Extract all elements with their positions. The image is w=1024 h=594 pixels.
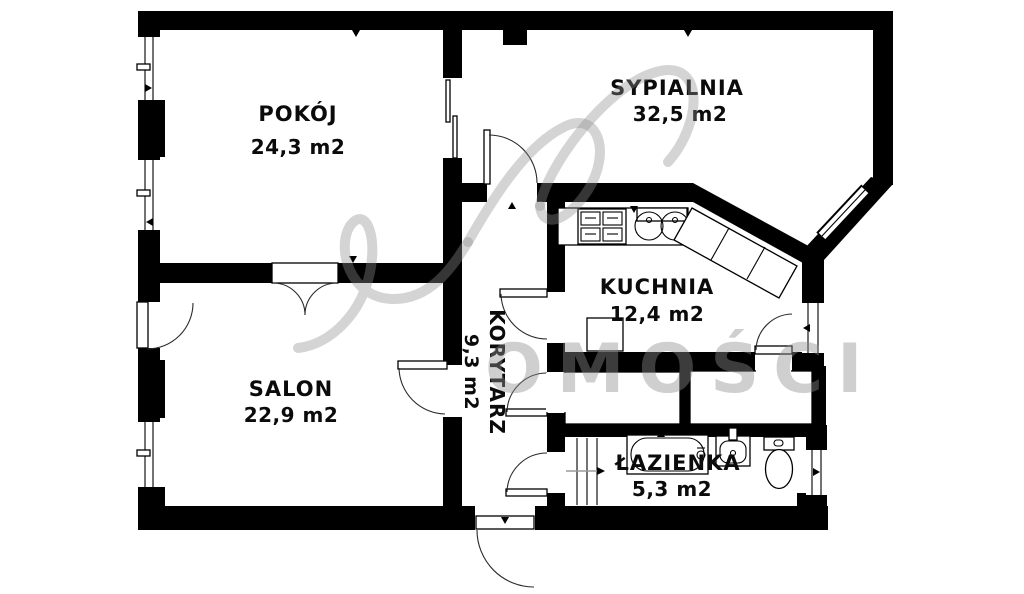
wall-corner-bottom-right	[797, 493, 827, 530]
room-label-kuchnia: KUCHNIA	[600, 275, 715, 299]
wall-mid-horizontal	[443, 183, 693, 202]
room-area-korytarz: 9,3 m2	[460, 334, 482, 410]
wall-corridor-left	[443, 202, 462, 506]
room-area-sypialnia: 32,5 m2	[633, 102, 728, 126]
chimney-pokoj	[138, 100, 165, 157]
washbasin-icon	[715, 427, 751, 467]
room-label-lazienka: ŁAZIENKA	[614, 451, 740, 475]
storage-rooms	[546, 358, 813, 425]
stove-4-burner-icon	[577, 208, 627, 245]
toilet-icon	[763, 436, 795, 490]
room-label-salon: SALON	[249, 377, 333, 401]
door-double-pokoj-salon	[271, 262, 339, 316]
window-bedroom-diagonal	[816, 184, 871, 242]
room-label-korytarz: KORYTARZ	[485, 309, 509, 435]
watermark-script-stroke-1	[293, 214, 473, 353]
kitchen-fixtures	[557, 207, 798, 352]
watermark-script-stroke-3	[535, 65, 699, 211]
door-kitchen-corridor	[499, 288, 565, 343]
door-salon-corridor	[397, 360, 462, 417]
storage-room-right	[689, 370, 813, 425]
door-bathroom-corridor	[505, 452, 565, 497]
room-area-pokoj: 24,3 m2	[251, 135, 346, 159]
watermark-script-stroke-2	[463, 118, 605, 247]
room-label-pokoj: POKÓJ	[258, 101, 337, 126]
wall-diagonal-kitchen-bedroom	[693, 183, 814, 263]
room-labels: POKÓJ 24,3 m2 SYPIALNIA 32,5 m2 KUCHNIA …	[244, 76, 744, 501]
opening-markers	[145, 30, 883, 524]
room-label-sypialnia: SYPIALNIA	[610, 76, 744, 100]
bathroom-fixtures	[566, 427, 795, 505]
door-bedroom-vestibule	[483, 129, 538, 202]
entry-steps-icon	[566, 438, 605, 505]
storage-door-gap-left	[546, 373, 566, 412]
door-balcony-salon	[136, 301, 194, 350]
windows	[136, 34, 871, 498]
bathtub-icon	[626, 434, 709, 475]
window-salon	[136, 419, 160, 490]
doors	[136, 78, 793, 588]
window-pokoj-1	[136, 34, 160, 100]
chimney-salon	[138, 360, 165, 418]
watermark-text: OMOŚCI	[485, 329, 876, 409]
kitchen-table	[586, 317, 624, 352]
storage-room-left	[564, 371, 681, 425]
watermark: OMOŚCI	[293, 65, 876, 409]
kitchen-counter-diagonal	[673, 207, 798, 299]
wall-diagonal-bedroom-window-band	[804, 177, 893, 260]
storage-door-gap-right	[756, 358, 791, 373]
room-area-kuchnia: 12,4 m2	[610, 302, 705, 326]
room-area-salon: 22,9 m2	[244, 403, 339, 427]
window-pokoj-2	[136, 157, 160, 233]
wall-corner-bottom-left	[138, 487, 165, 530]
room-area-lazienka: 5,3 m2	[632, 477, 712, 501]
wall-stub-bedroom	[503, 11, 527, 45]
door-sliding-pokoj	[443, 78, 462, 159]
